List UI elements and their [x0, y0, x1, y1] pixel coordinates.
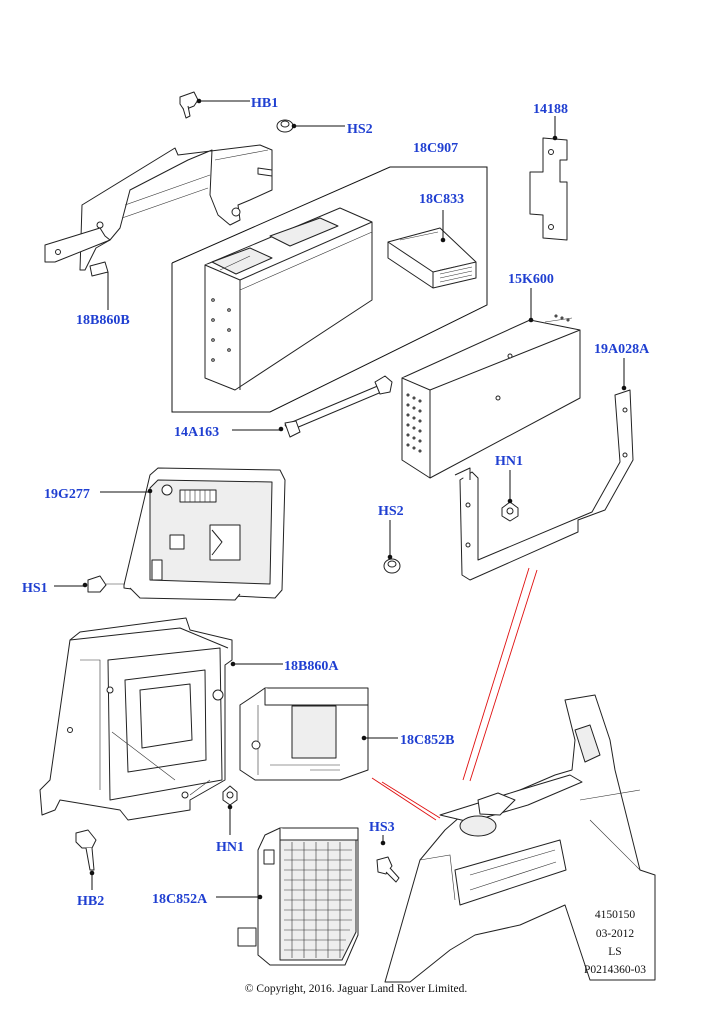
rod-14a163-drawing [278, 375, 393, 438]
bolt-hb2-drawing [75, 829, 97, 876]
bolt-hb1-drawing [179, 91, 202, 119]
label-14a163: 14A163 [174, 425, 219, 440]
unit-18c907-drawing [204, 207, 373, 391]
unit-mesh [284, 842, 352, 958]
label-19a028a: 19A028A [594, 342, 650, 357]
label-18c852b: 18C852B [400, 733, 454, 748]
label-18b860a: 18B860A [284, 659, 339, 674]
screw-hs1-drawing [82, 575, 125, 593]
label-18c852a: 18C852A [152, 892, 208, 907]
label-hb2: HB2 [77, 894, 104, 909]
label-hs3: HS3 [369, 820, 395, 835]
label-15k600: 15K600 [508, 272, 554, 287]
label-hs1: HS1 [22, 581, 48, 596]
label-hs2-top: HS2 [347, 122, 373, 137]
cartridge-18c833-drawing [387, 227, 477, 289]
copyright-notice: © Copyright, 2016. Jaguar Land Rover Lim… [245, 983, 468, 995]
reference-number: 4150150 [595, 909, 636, 921]
label-hs2-mid: HS2 [378, 504, 404, 519]
label-19g277: 19G277 [44, 487, 90, 502]
label-18c907: 18C907 [413, 141, 458, 156]
module-vents [406, 314, 570, 453]
screw-hs2-mid-drawing [383, 554, 401, 574]
reference-date: 03-2012 [596, 928, 635, 940]
label-hn1-bottom: HN1 [216, 840, 244, 855]
callout-lines [371, 567, 538, 821]
cage-18b860a-drawing [39, 617, 236, 821]
label-14188: 14188 [533, 102, 568, 117]
nut-hn1-top-drawing [501, 498, 519, 522]
reference-model: LS [608, 946, 621, 958]
bracket-19a028a-drawing [454, 385, 634, 581]
part-labels: HB1 HS2 18C907 14188 18C833 15K600 18B86… [22, 96, 650, 909]
unit-18c852b-drawing [239, 687, 369, 781]
leader-lines [54, 100, 625, 898]
label-18b860b: 18B860B [76, 313, 130, 328]
reference-block: 4150150 03-2012 LS P0214360-03 [584, 909, 646, 976]
module-15k600-drawing [401, 314, 581, 479]
unit-18c852a-drawing [237, 827, 359, 966]
label-hb1: HB1 [251, 96, 278, 111]
screw-hs3-drawing [376, 840, 400, 883]
label-18c833: 18C833 [419, 192, 464, 207]
plate-14188-drawing [529, 135, 568, 241]
label-hn1-top: HN1 [495, 454, 523, 469]
reference-part-code: P0214360-03 [584, 964, 646, 976]
vehicle-locator-drawing [384, 694, 656, 983]
nut-hn1-bottom-drawing [222, 785, 238, 810]
unit-19g277-drawing [123, 467, 286, 601]
screw-hs2-top-drawing [276, 119, 297, 133]
